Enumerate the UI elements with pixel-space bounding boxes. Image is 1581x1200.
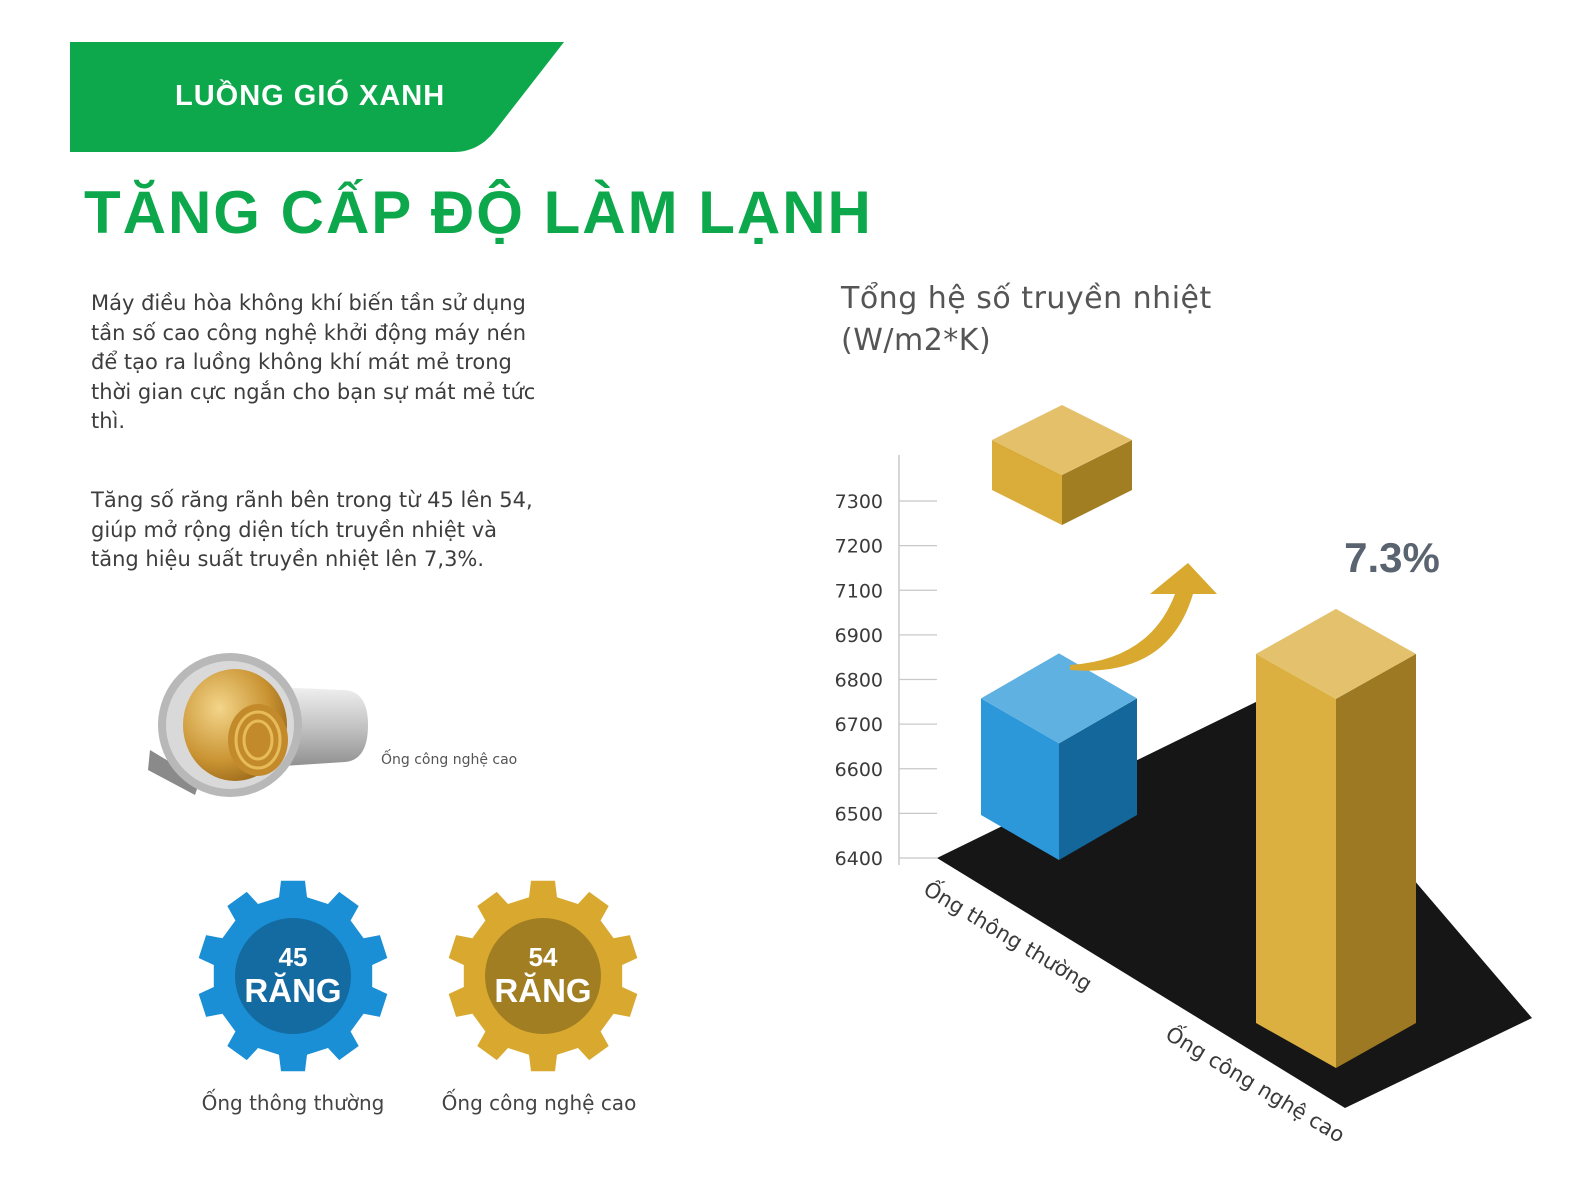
bar-left-face	[1256, 653, 1336, 1068]
y-tick-label: 6500	[835, 803, 883, 825]
gear-high-tech: 54 RĂNG	[445, 878, 641, 1074]
banner-label: LUỒNG GIÓ XANH	[175, 80, 446, 112]
arrow-up-icon	[1070, 563, 1217, 671]
y-tick-label: 6900	[835, 625, 883, 647]
gear-icon	[198, 880, 388, 1072]
gear-unit: RĂNG	[244, 972, 342, 1009]
gear-normal: 45 RĂNG	[195, 878, 391, 1074]
pipe-icon	[148, 653, 368, 797]
gear-hub	[235, 918, 351, 1034]
gear-count: 45	[278, 942, 308, 972]
bar-right-face	[1336, 653, 1416, 1068]
floating-cube-icon	[992, 405, 1132, 525]
bar-normal	[981, 653, 1137, 860]
gear-caption: Ống thông thường	[201, 1091, 385, 1115]
section-banner: LUỒNG GIÓ XANH	[70, 42, 570, 152]
bar-top-face	[981, 653, 1137, 744]
page-title: TĂNG CẤP ĐỘ LÀM LẠNH	[84, 179, 873, 246]
y-tick-label: 6800	[835, 670, 883, 692]
teeth-paragraph: Tăng số răng rãnh bên trong từ 45 lên 54…	[91, 488, 533, 571]
y-tick-label: 6700	[835, 714, 883, 736]
chart-title-line: Tổng hệ số truyền nhiệt	[841, 281, 1212, 316]
bar-high-tech	[1256, 608, 1416, 1068]
gear-unit: RĂNG	[494, 972, 592, 1009]
y-tick-label: 7300	[835, 491, 883, 513]
chart-title: Tổng hệ số truyền nhiệt (W/m2*K)	[841, 278, 1212, 362]
percent-label: 7.3%	[1344, 534, 1440, 581]
bar-right-face	[1059, 698, 1137, 860]
gear-caption: Ống công nghệ cao	[441, 1091, 637, 1115]
banner-shape	[70, 42, 564, 152]
pipe-label: Ống công nghệ cao	[381, 752, 518, 768]
y-tick-label: 6400	[835, 848, 883, 870]
intro-paragraph: Máy điều hòa không khí biến tần sử dụng …	[91, 291, 536, 433]
gear-count: 54	[528, 942, 558, 972]
bar-top-face	[1256, 608, 1416, 699]
y-tick-label: 7100	[835, 580, 883, 602]
bar-left-face	[981, 698, 1059, 860]
y-tick-label: 6600	[835, 759, 883, 781]
chart-unit-line: (W/m2*K)	[841, 323, 992, 358]
y-tick-label: 7200	[835, 536, 883, 558]
gear-icon	[448, 880, 638, 1072]
gear-hub	[485, 918, 601, 1034]
